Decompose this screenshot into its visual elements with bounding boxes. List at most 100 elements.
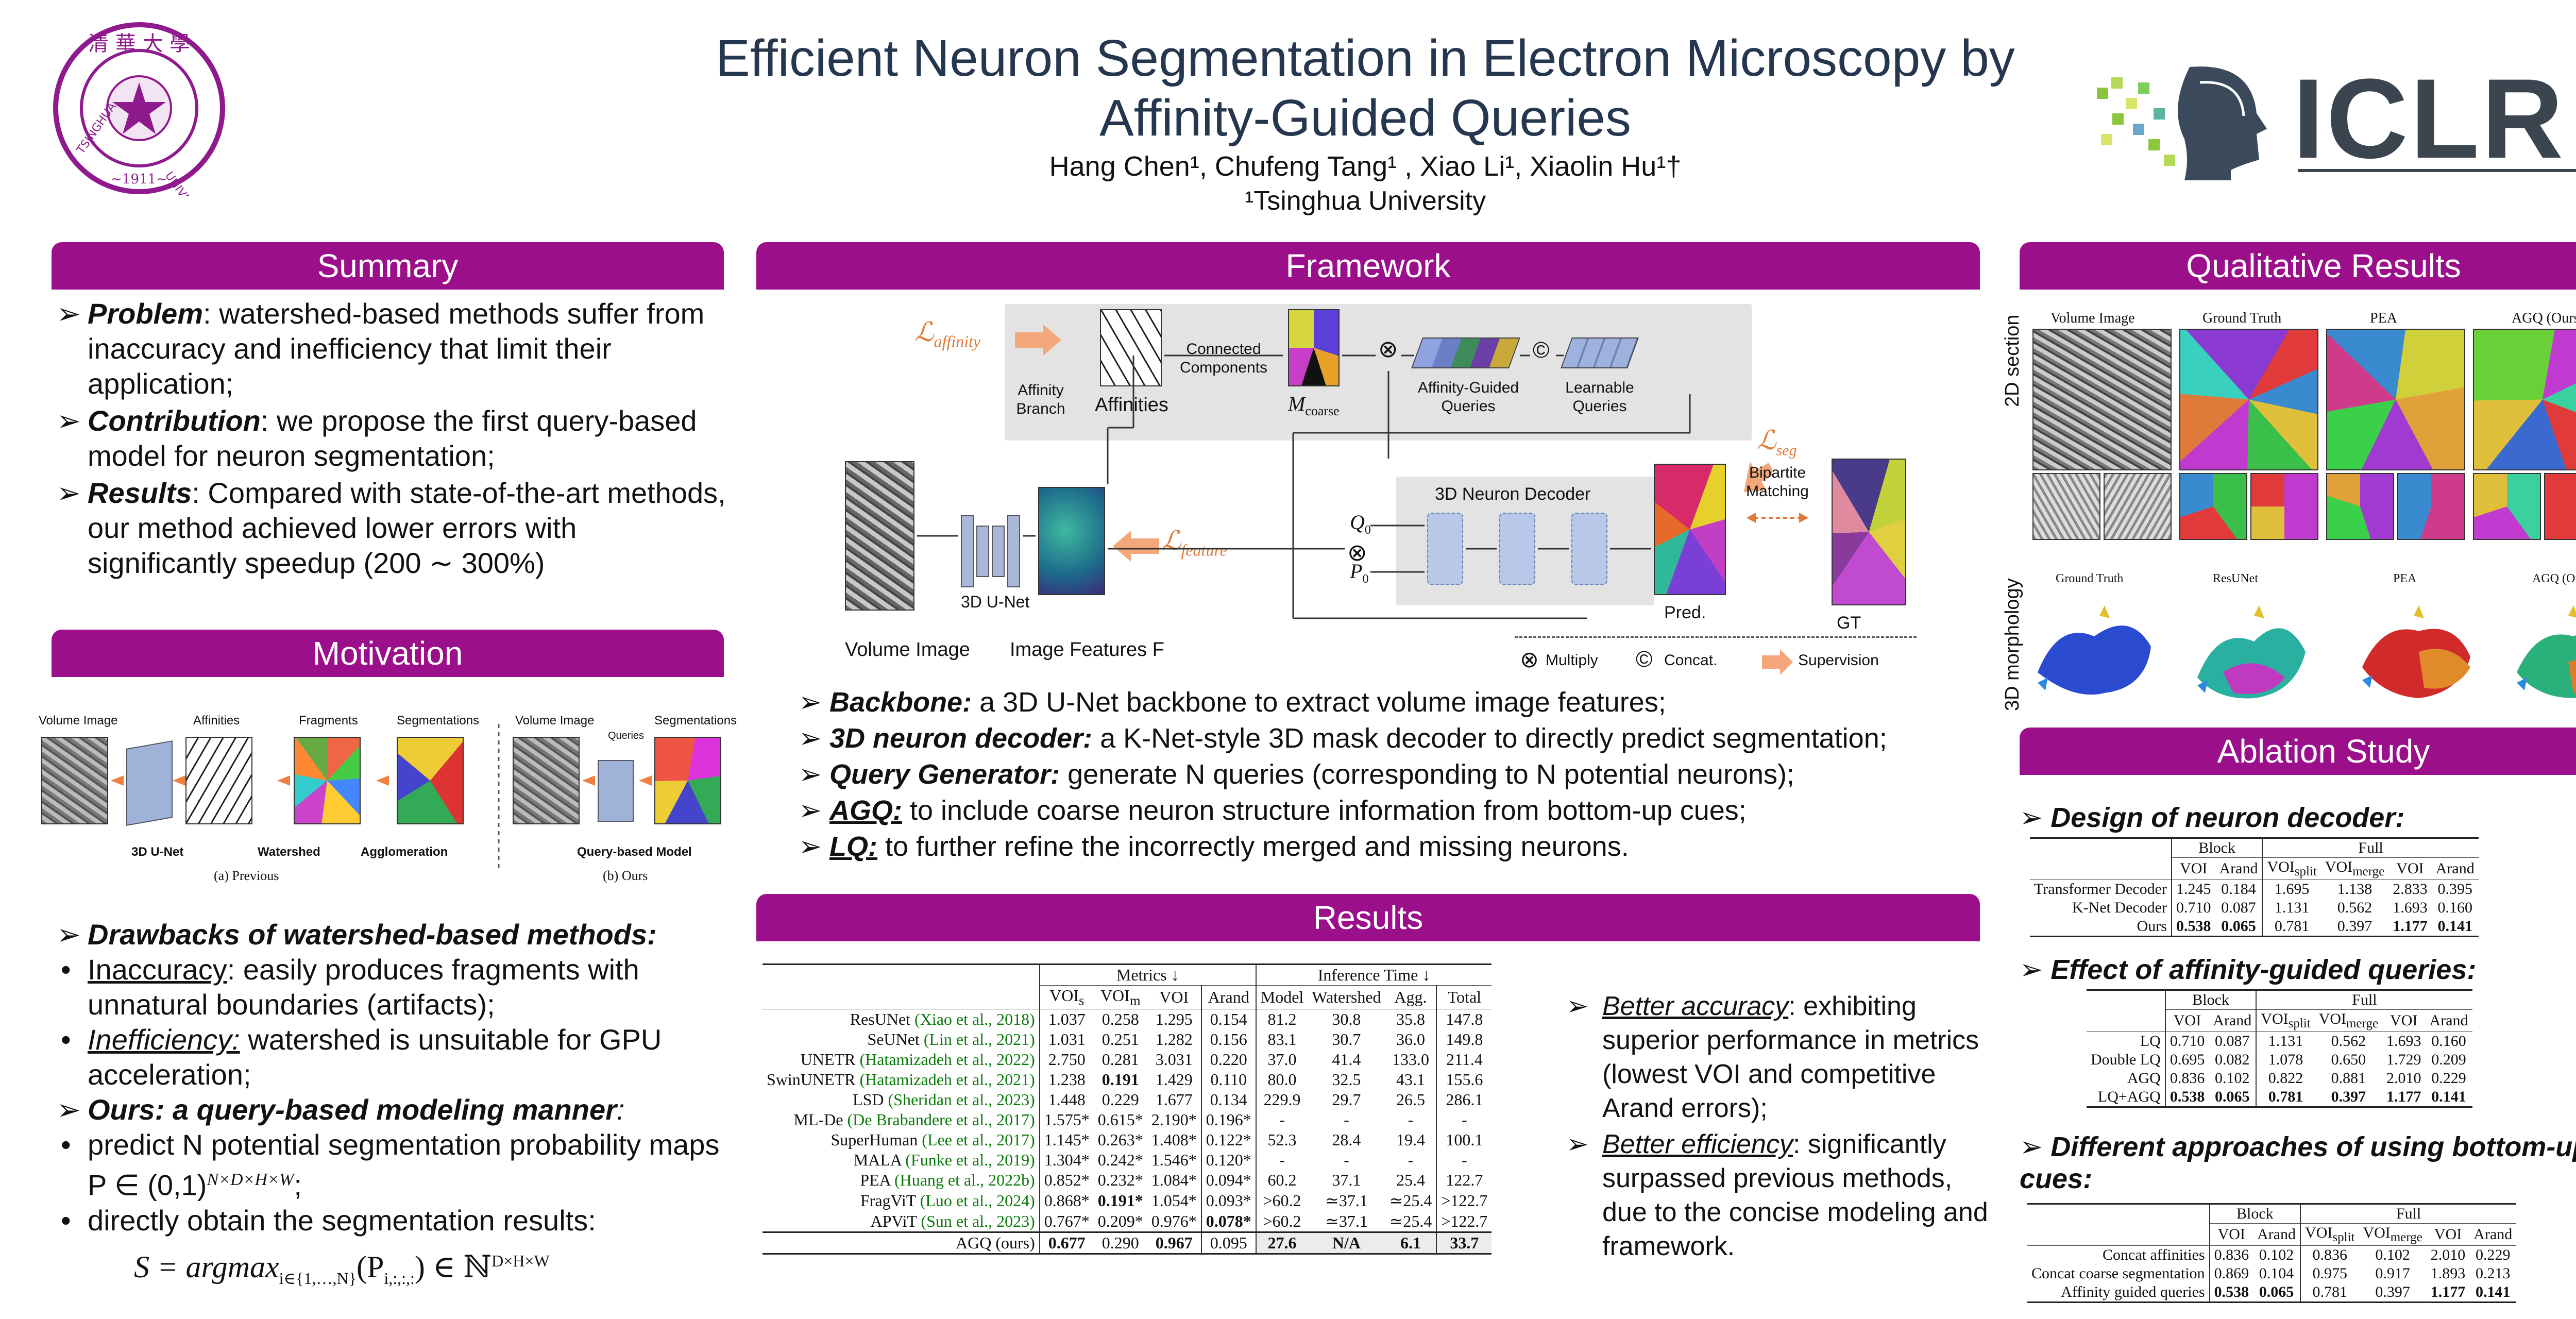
unet-layer-4 bbox=[1007, 515, 1020, 587]
framework-diagram: ℒaffinity Affinity Branch Affinities Con… bbox=[835, 299, 1917, 680]
l-affinity-label: ℒaffinity bbox=[914, 318, 981, 351]
summary-list: ➢Problem: watershed-based methods suffer… bbox=[52, 296, 726, 583]
authors: Hang Chen¹, Chufeng Tang¹ , Xiao Li¹, Xi… bbox=[1049, 151, 1682, 182]
query-model-block bbox=[598, 760, 634, 822]
framework-bullet-agq: ➢AGQ: to include coarse neuron structure… bbox=[799, 795, 1747, 826]
iclr-underline bbox=[2298, 169, 2576, 172]
tsinghua-logo: 清 華 大 學 ~1911~ TSINGHUA UNIVERSITY bbox=[52, 21, 227, 232]
qual-volume-zoom-1 bbox=[2032, 473, 2100, 540]
volume-thumb-a bbox=[41, 737, 108, 824]
results-row-ours: AGQ (ours) 0.677 0.290 0.967 0.095 27.6 … bbox=[762, 1232, 1492, 1254]
title-line-1: Efficient Neuron Segmentation in Electro… bbox=[716, 29, 2015, 87]
ablation-title-1: ➢ Design of neuron decoder: bbox=[2020, 802, 2405, 833]
motivation-text: ➢Drawbacks of watershed-based methods: •… bbox=[57, 918, 720, 1288]
qual-agq-2d bbox=[2473, 329, 2576, 470]
results-bullet-efficiency: ➢Better efficiency: significantly surpas… bbox=[1566, 1129, 1988, 1261]
motivation-header: Motivation bbox=[52, 630, 724, 677]
qual-gt-2d bbox=[2179, 329, 2318, 470]
segmentation-thumb-b bbox=[654, 737, 721, 824]
results-row: ML-De (De Brabandere et al., 2017)1.575*… bbox=[762, 1110, 1492, 1130]
framework-bullet-backbone: ➢Backbone: a 3D U-Net backbone to extrac… bbox=[799, 687, 1666, 718]
results-row: APViT (Sun et al., 2023)0.767*0.209*0.97… bbox=[762, 1211, 1492, 1232]
feature-loss-arrow bbox=[1113, 531, 1159, 562]
motivation-figure: Volume Image Affinities Fragments Segmen… bbox=[36, 714, 737, 889]
summary-item-results: ➢Results: Compared with state-of-the-art… bbox=[57, 477, 726, 579]
ablation-header: Ablation Study bbox=[2020, 728, 2576, 775]
qual-volume-zoom-2 bbox=[2104, 473, 2172, 540]
results-row: SwinUNETR (Hatamizadeh et al., 2021)1.23… bbox=[762, 1070, 1492, 1090]
results-header: Results bbox=[756, 894, 1980, 941]
results-bullets: ➢Better accuracy: exhibiting superior pe… bbox=[1566, 989, 1989, 1265]
affinities-thumb bbox=[185, 737, 252, 824]
ablation-title-2: ➢ Effect of affinity-guided queries: bbox=[2020, 954, 2477, 985]
qual-pea-2d bbox=[2326, 329, 2465, 470]
image-features-thumb bbox=[1038, 487, 1105, 595]
segmentation-thumb-a bbox=[397, 737, 464, 824]
summary-item-contribution: ➢Contribution: we propose the first quer… bbox=[57, 404, 697, 472]
prediction-thumb bbox=[1654, 464, 1726, 595]
qual-agq-zoom-1 bbox=[2473, 473, 2541, 540]
unet-layer-1 bbox=[961, 515, 974, 587]
unet-layer-2 bbox=[976, 526, 989, 577]
volume-thumb-b bbox=[513, 737, 580, 824]
motivation-arrows bbox=[111, 724, 652, 868]
ablation-title-3: ➢ Different approaches of using bottom-u… bbox=[2020, 1131, 2576, 1194]
qualitative-figure: 2D section 3D morphology Volume Image Gr… bbox=[1996, 304, 2576, 711]
results-row: PEA (Huang et al., 2022b)0.852*0.232*1.0… bbox=[762, 1170, 1492, 1191]
gt-thumb bbox=[1832, 459, 1906, 605]
m-coarse-image bbox=[1288, 309, 1340, 386]
volume-image-thumb bbox=[845, 461, 914, 611]
affinity-loss-arrow bbox=[1015, 325, 1061, 356]
decoder-stage-2 bbox=[1499, 513, 1535, 585]
iclr-logo: ICLR bbox=[2087, 57, 2576, 180]
framework-bullet-decoder: ➢3D neuron decoder: a K-Net-style 3D mas… bbox=[799, 723, 1887, 754]
matching-arrow bbox=[1747, 513, 1808, 523]
qual-gt-zoom-1 bbox=[2179, 473, 2247, 540]
legend-divider bbox=[1515, 636, 1917, 638]
fragments-thumb bbox=[294, 737, 361, 824]
qual-agq-zoom-2 bbox=[2544, 473, 2576, 540]
qual-3d-morphology bbox=[2038, 605, 2576, 699]
unet-layer-3 bbox=[992, 526, 1005, 577]
summary-item-problem: ➢Problem: watershed-based methods suffer… bbox=[57, 297, 705, 400]
qual-pea-zoom-2 bbox=[2397, 473, 2465, 540]
svg-text:清 華 大 學: 清 華 大 學 bbox=[88, 32, 190, 56]
results-row: FragViT (Luo et al., 2024)0.868*0.191*1.… bbox=[762, 1190, 1492, 1211]
framework-connectors bbox=[917, 354, 1691, 619]
results-row: MALA (Funke et al., 2019)1.304*0.242*1.5… bbox=[762, 1150, 1492, 1171]
results-table: Metrics ↓ Inference Time ↓ VOIs VOIm VOI… bbox=[762, 963, 1492, 1255]
framework-header: Framework bbox=[756, 242, 1980, 290]
results-row: SuperHuman (Lee et al., 2017)1.145*0.263… bbox=[762, 1130, 1492, 1151]
seg-loss-arrow bbox=[1743, 453, 1772, 492]
supervision-legend-arrow bbox=[1762, 649, 1793, 675]
results-bullet-accuracy: ➢Better accuracy: exhibiting superior pe… bbox=[1566, 991, 1979, 1123]
svg-text:~1911~: ~1911~ bbox=[111, 172, 167, 187]
qual-volume-2d bbox=[2032, 329, 2172, 470]
framework-bullets: ➢Backbone: a 3D U-Net backbone to extrac… bbox=[793, 685, 1989, 866]
qual-gt-zoom-2 bbox=[2250, 473, 2318, 540]
qualitative-header: Qualitative Results bbox=[2020, 242, 2576, 290]
framework-bullet-query-generator: ➢Query Generator: generate N queries (co… bbox=[799, 759, 1794, 790]
summary-header: Summary bbox=[52, 242, 724, 290]
poster-title: Efficient Neuron Segmentation in Electro… bbox=[567, 28, 2164, 148]
framework-bullet-lq: ➢LQ: to further refine the incorrectly m… bbox=[799, 831, 1629, 862]
affinities-image bbox=[1100, 309, 1162, 386]
qual-pea-zoom-1 bbox=[2326, 473, 2394, 540]
iclr-wordmark: ICLR bbox=[2293, 55, 2566, 182]
decoder-stage-1 bbox=[1427, 513, 1463, 585]
